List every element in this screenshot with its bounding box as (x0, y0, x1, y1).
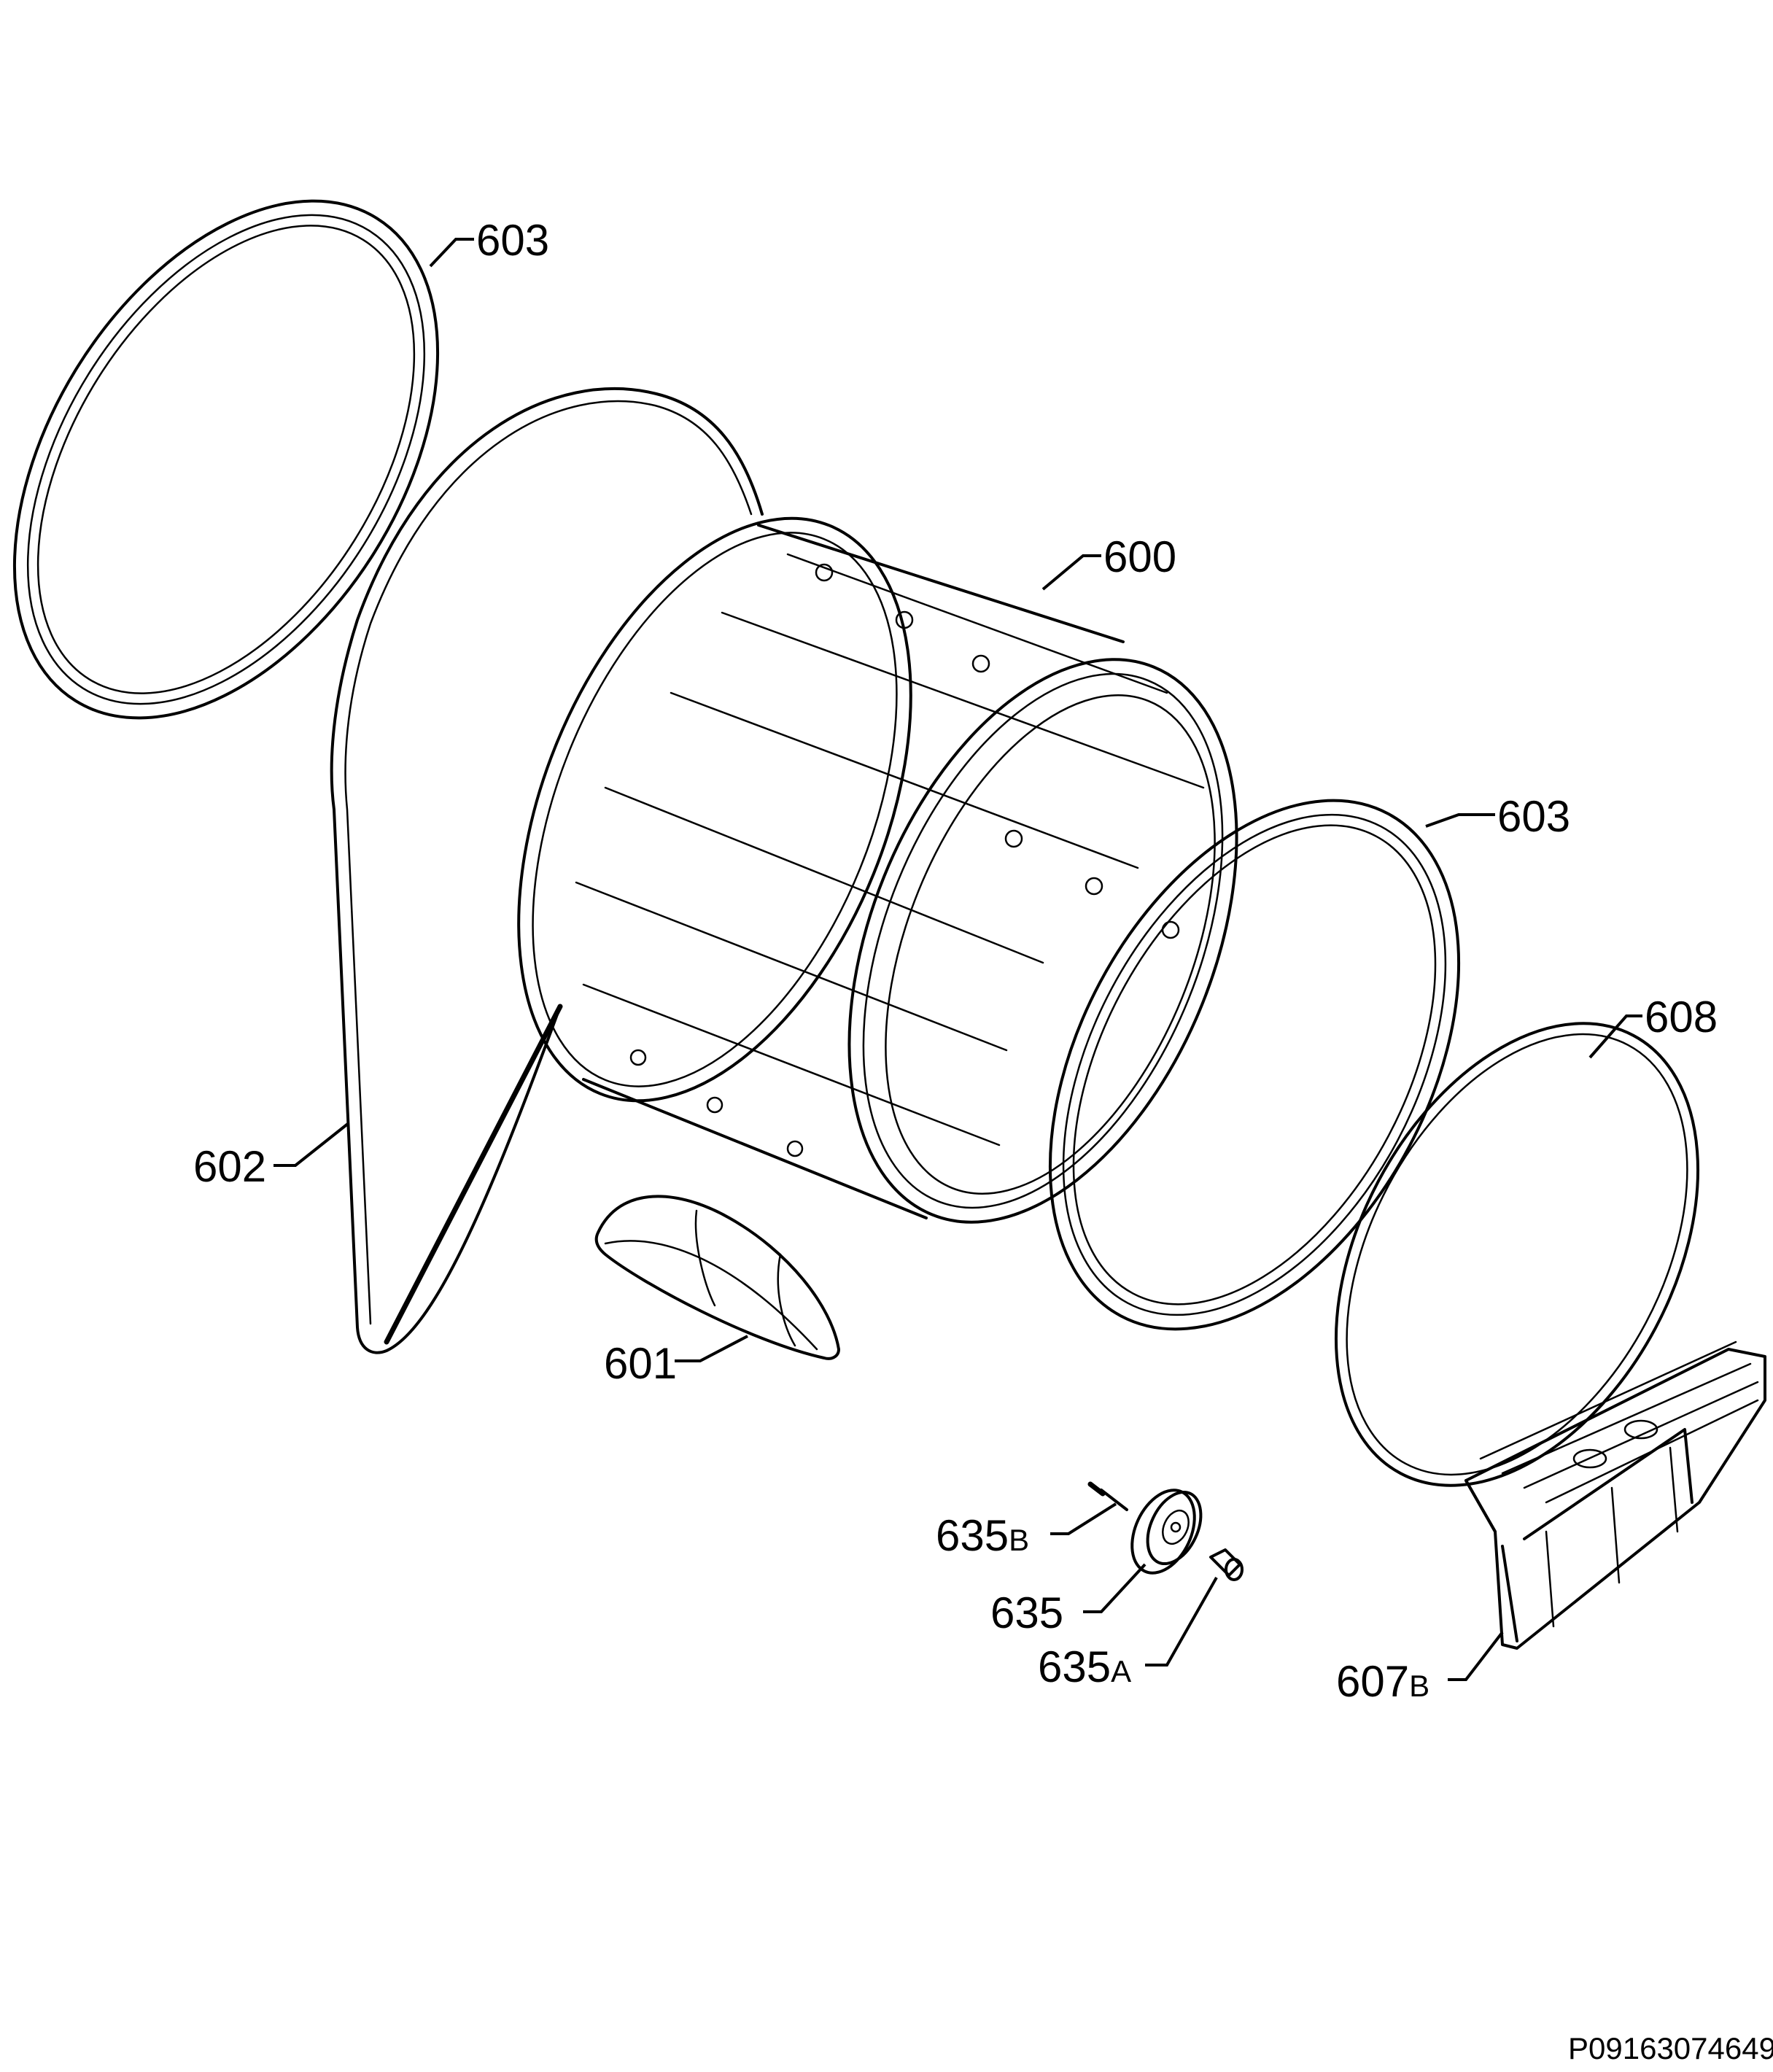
callout-635b: 635B (936, 1511, 1029, 1560)
part-608-seal (1334, 1022, 1700, 1487)
part-635a-bushing (1209, 1548, 1244, 1581)
part-600-drum (517, 516, 1238, 1224)
callout-601: 601 (604, 1339, 677, 1388)
part-602-belt (330, 387, 764, 1354)
part-607b-filter (1464, 1340, 1766, 1650)
part-635b-screw (1087, 1481, 1128, 1511)
callout-635a: 635A (1038, 1642, 1131, 1691)
part-601-lifter (594, 1195, 840, 1360)
callout-607b: 607B (1336, 1657, 1429, 1706)
leader-lines (273, 238, 1642, 1681)
callout-600: 600 (1103, 532, 1176, 581)
callout-608: 608 (1645, 993, 1718, 1041)
part-635-wheel (1130, 1489, 1203, 1575)
callout-602: 602 (193, 1142, 266, 1191)
part-603-ring-top (12, 199, 440, 720)
callout-603-top: 603 (476, 216, 549, 265)
callout-603-right: 603 (1497, 792, 1570, 841)
part-603-ring-right (1048, 799, 1461, 1331)
drawing-code: P09163074649 (1568, 2031, 1773, 2065)
callout-635: 635 (990, 1588, 1063, 1637)
